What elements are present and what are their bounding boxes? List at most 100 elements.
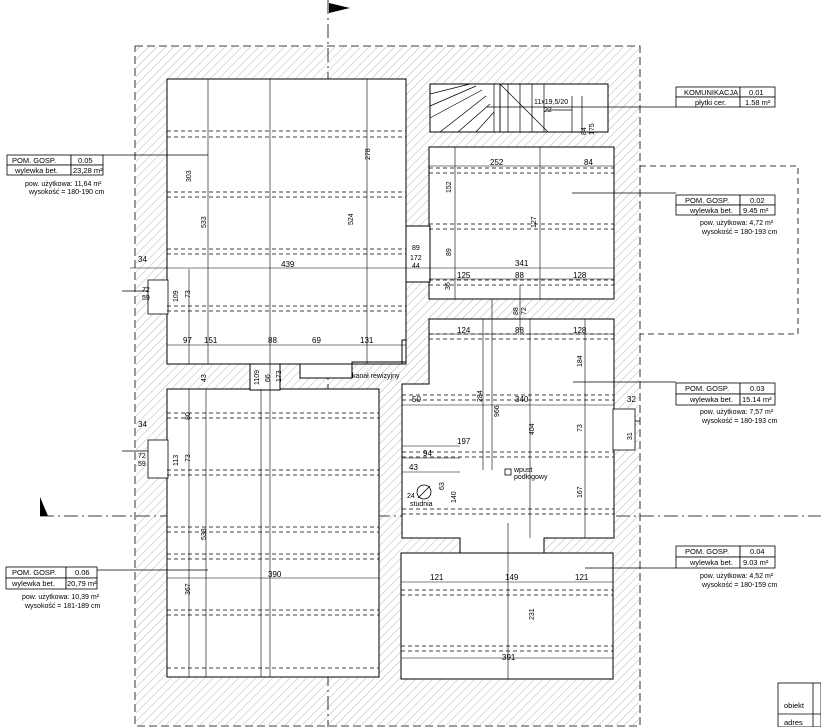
room-003 <box>401 318 615 559</box>
outer-boundary <box>134 45 641 727</box>
svg-text:72: 72 <box>138 453 146 460</box>
dim: 439 <box>281 260 295 269</box>
dim-v: 73 <box>185 454 192 462</box>
svg-text:15.14 m²: 15.14 m² <box>742 395 772 404</box>
svg-text:pow. użytkowa: 4,52 m²: pow. użytkowa: 4,52 m² <box>700 573 774 580</box>
room-box-001: KOMUNIKACJA 0.01 płytki cer. 1.58 m² <box>675 86 776 108</box>
svg-text:173: 173 <box>276 370 283 382</box>
drain-icon <box>504 468 512 476</box>
dimension-texts: 439 34 34 97 151 88 69 131 390 252 84 34… <box>138 158 636 662</box>
svg-text:POM. GOSP.: POM. GOSP. <box>685 547 729 556</box>
dim: 43 <box>409 463 418 472</box>
dim-v: 231 <box>529 608 536 620</box>
room-box-006: POM. GOSP. 0.06 wylewka bet. 20,79 m² po… <box>5 566 100 610</box>
dim-v: 152 <box>446 181 453 193</box>
small-annotations: 72 59 109 72 59 113 22 175 84 89 172 44 … <box>138 107 634 500</box>
dim-v: 73 <box>185 290 192 298</box>
svg-text:175: 175 <box>589 123 596 135</box>
niche-left-bottom <box>147 439 169 479</box>
niche-left-top <box>147 279 169 315</box>
dim-v: 73 <box>577 424 584 432</box>
dim: 252 <box>490 158 504 167</box>
leader-lines <box>97 106 676 571</box>
svg-text:wysokość = 180-193 cm: wysokość = 180-193 cm <box>701 418 777 425</box>
svg-text:0.02: 0.02 <box>750 196 765 205</box>
svg-text:wylewka bet.: wylewka bet. <box>689 558 733 567</box>
svg-text:89: 89 <box>412 245 420 252</box>
axis-flag-top <box>329 3 350 13</box>
niche-stubs <box>122 290 640 452</box>
dim: 88 <box>515 271 524 280</box>
drain-label-2: podłogowy <box>514 474 548 481</box>
vertical-dimension-texts: 303 533 278 524 73 43 80 73 533 367 152 … <box>185 148 584 620</box>
dim-v: 533 <box>201 216 208 228</box>
svg-text:POM. GOSP.: POM. GOSP. <box>685 384 729 393</box>
dim: 124 <box>457 326 471 335</box>
title-block <box>777 682 821 727</box>
svg-text:0.01: 0.01 <box>749 88 764 97</box>
dim: 88 <box>515 326 524 335</box>
dim: 34 <box>138 255 147 264</box>
room-005 <box>166 78 407 365</box>
svg-text:wylewka bet.: wylewka bet. <box>14 166 58 175</box>
svg-text:9.03 m²: 9.03 m² <box>743 558 769 567</box>
svg-text:109: 109 <box>173 290 180 302</box>
dim-v: 184 <box>577 355 584 367</box>
svg-text:59: 59 <box>142 295 150 302</box>
svg-text:1.58 m²: 1.58 m² <box>745 98 771 107</box>
dim: 88 <box>268 336 277 345</box>
dim-v: 524 <box>348 213 355 225</box>
svg-text:20,79 m²: 20,79 m² <box>67 579 97 588</box>
svg-text:9.45 m²: 9.45 m² <box>743 206 769 215</box>
dim-v: 367 <box>185 583 192 595</box>
svg-text:59: 59 <box>138 461 146 468</box>
svg-text:88: 88 <box>513 307 520 315</box>
svg-text:pow. użytkowa: 4,72 m²: pow. użytkowa: 4,72 m² <box>700 220 774 227</box>
dim-v: 284 <box>477 390 484 402</box>
svg-text:wysokość = 180-193 cm: wysokość = 180-193 cm <box>701 229 777 236</box>
svg-text:66: 66 <box>265 374 272 382</box>
svg-text:23,28 m²: 23,28 m² <box>73 166 103 175</box>
dim: 50 <box>412 395 421 404</box>
dim-v: 89 <box>446 248 453 256</box>
svg-text:POM. GOSP.: POM. GOSP. <box>685 196 729 205</box>
room-box-005: POM. GOSP. 0.05 wylewka bet. 23,28 m² po… <box>6 154 104 196</box>
dim-v: 43 <box>201 374 208 382</box>
svg-text:wysokość = 180-190 cm: wysokość = 180-190 cm <box>28 189 104 196</box>
passage-b <box>249 363 281 391</box>
title-block-obiekt: obiekt <box>784 701 805 710</box>
svg-text:POM. GOSP.: POM. GOSP. <box>12 568 56 577</box>
svg-text:72: 72 <box>142 287 150 294</box>
room-box-004: POM. GOSP. 0.04 wylewka bet. 9.03 m² pow… <box>675 545 777 589</box>
passage-a <box>405 225 431 283</box>
dim: 340 <box>515 395 529 404</box>
svg-text:0.04: 0.04 <box>750 547 765 556</box>
dim-v: 966 <box>494 405 501 417</box>
room-006 <box>166 388 380 678</box>
dim: 121 <box>575 573 589 582</box>
dim: 149 <box>505 573 519 582</box>
room-box-002: POM. GOSP. 0.02 wylewka bet. 9.45 m² pow… <box>675 194 777 236</box>
svg-text:0.05: 0.05 <box>78 156 93 165</box>
stair-label: 11x19,5/20 <box>534 99 568 106</box>
dim: 341 <box>515 259 529 268</box>
dim: 128 <box>573 326 587 335</box>
svg-text:wylewka bet.: wylewka bet. <box>689 206 733 215</box>
dim: 97 <box>183 336 192 345</box>
svg-text:22: 22 <box>544 107 552 114</box>
dim-v: 127 <box>531 216 538 228</box>
svg-text:44: 44 <box>412 263 420 270</box>
svg-text:płytki cer.: płytki cer. <box>695 98 726 107</box>
dim: 32 <box>627 395 636 404</box>
svg-text:0.06: 0.06 <box>75 568 90 577</box>
axis-flag-left <box>40 497 48 516</box>
beam-lines <box>167 130 614 669</box>
svg-text:113: 113 <box>173 455 180 466</box>
svg-text:wysokość = 181-189 cm: wysokość = 181-189 cm <box>24 603 100 610</box>
dim-v: 303 <box>186 170 193 182</box>
room-stair <box>429 83 609 133</box>
svg-text:84: 84 <box>581 127 588 135</box>
svg-text:wysokość = 180-159 cm: wysokość = 180-159 cm <box>701 582 777 589</box>
svg-text:31: 31 <box>627 432 634 440</box>
